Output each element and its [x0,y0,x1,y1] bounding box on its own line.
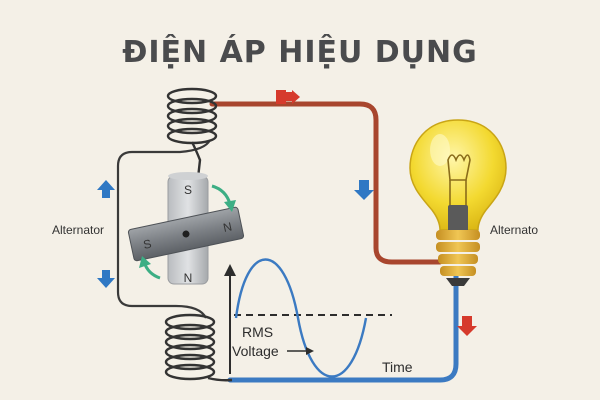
magnet-pole-bottom: N [184,271,193,285]
arrow-down-icon [97,270,115,288]
arrow-down-icon [457,316,477,336]
sine-wave-icon [224,258,392,378]
arrow-right-icon [306,347,314,355]
wire-top [209,101,443,265]
arrow-right-icon [276,90,300,104]
bar-pole-right: N [222,219,233,234]
label-time: Time [382,359,413,375]
page-title: ĐIỆN ÁP HIỆU DỤNG [122,33,478,70]
label-alternator-right: Alternato [490,223,538,237]
arrow-down-icon [354,180,374,200]
label-alternator-left: Alternator [52,223,104,237]
bar-pole-left: S [142,237,153,252]
magnet-pole-top: S [184,183,192,197]
rotation-arrow-icon [139,256,151,268]
rotation-arrow-icon [211,184,232,205]
coil-icon [164,313,233,382]
rotor-bar-magnet: S N [127,206,245,262]
wire-left-loop [116,139,211,319]
label-voltage: Voltage [232,343,279,359]
coil-icon [166,87,218,179]
wire-bottom [227,269,459,383]
label-rms: RMS [242,324,273,340]
arrow-up-icon [97,180,115,198]
rotor-axis [182,230,190,238]
rotation-arrow-icon [224,200,236,212]
light-bulb-icon [409,119,507,286]
